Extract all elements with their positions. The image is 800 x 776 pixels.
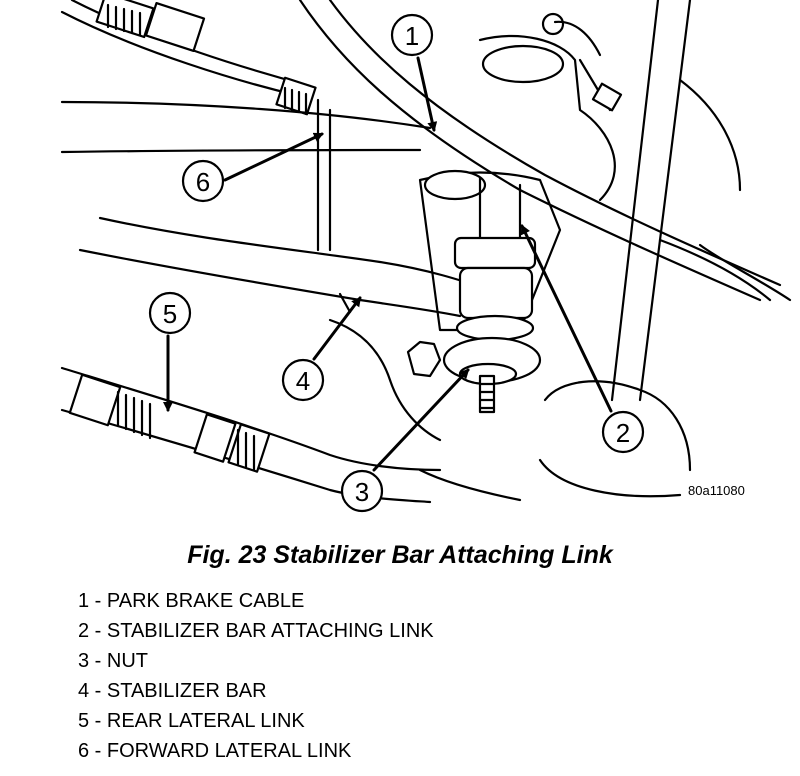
- callout-circle-5: [148, 291, 192, 335]
- callout-circle-2: [601, 410, 645, 454]
- lower-knuckle: [328, 318, 522, 502]
- leader-arrows: [163, 56, 613, 472]
- leader-arrow-6: [223, 132, 324, 182]
- callout-number-6: 6: [196, 167, 210, 197]
- figure-caption: Fig. 23 Stabilizer Bar Attaching Link: [187, 541, 613, 569]
- legend-item: 1 - PARK BRAKE CABLE: [78, 590, 305, 612]
- frame-member: [610, 0, 692, 402]
- stabilizer-bar-shape: [78, 216, 492, 318]
- leader-arrow-2: [520, 224, 613, 413]
- nut-shape: [406, 340, 442, 378]
- figure-code: 80a11080: [688, 483, 745, 498]
- callout-circle-3: [340, 469, 384, 513]
- callout-number-1: 1: [405, 21, 419, 51]
- callout-circle-6: [181, 159, 225, 203]
- leader-arrow-1: [416, 56, 438, 132]
- leader-arrow-4: [312, 296, 362, 361]
- callout-circle-4: [281, 358, 325, 402]
- stabilizer-link-illustration: 1 2 3 4 5 6 80a11080: [60, 0, 792, 513]
- upper-hose: [60, 0, 317, 116]
- callout-number-4: 4: [296, 366, 310, 396]
- rear-lateral-link-shape: [60, 366, 442, 504]
- attaching-link-shape: [442, 176, 542, 414]
- legend-item: 2 - STABILIZER BAR ATTACHING LINK: [78, 620, 434, 642]
- callout-number-3: 3: [355, 477, 369, 507]
- callout-circle-1: [390, 13, 434, 57]
- legend-item: 4 - STABILIZER BAR: [78, 680, 267, 702]
- legend-item: 3 - NUT: [78, 650, 148, 672]
- legend-item: 6 - FORWARD LATERAL LINK: [78, 740, 352, 762]
- callout-number-2: 2: [616, 418, 630, 448]
- legend-item: 5 - REAR LATERAL LINK: [78, 710, 305, 732]
- leader-arrow-3: [372, 368, 470, 472]
- legend-list: 1 - PARK BRAKE CABLE 2 - STABILIZER BAR …: [78, 586, 434, 766]
- callout-number-5: 5: [163, 299, 177, 329]
- forward-lateral-link-shape: [60, 98, 432, 252]
- knuckle-body: [418, 12, 623, 332]
- lower-hub: [538, 78, 792, 498]
- callout-circles: [148, 13, 645, 513]
